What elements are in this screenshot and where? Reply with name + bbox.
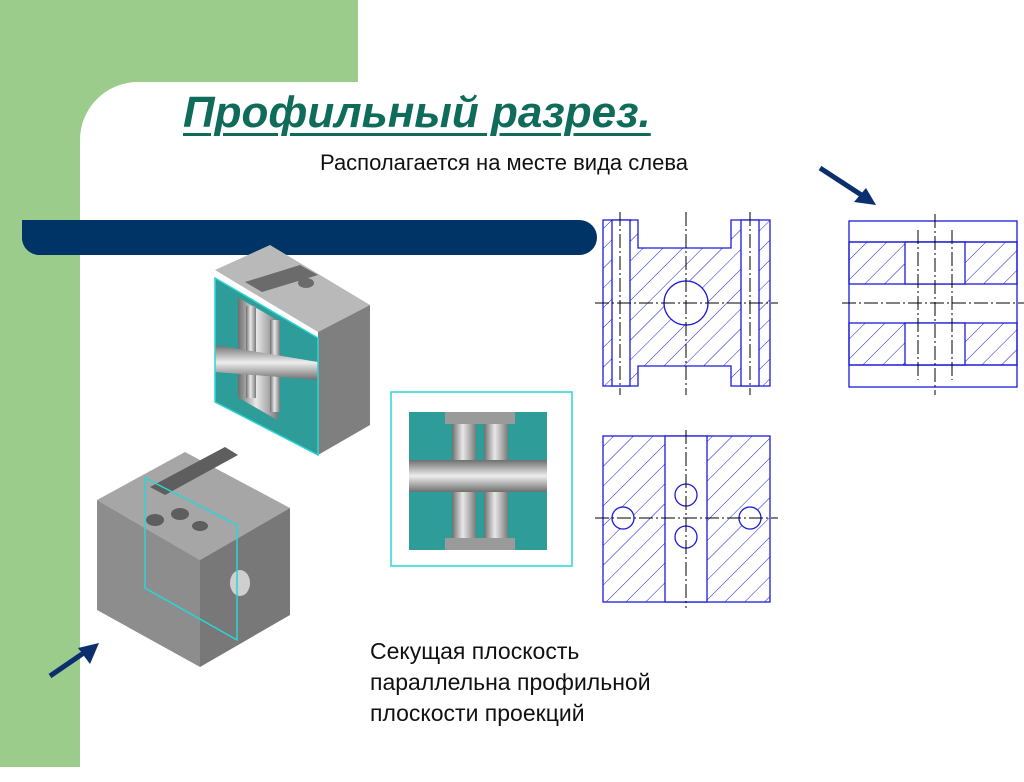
slide-subtitle: Располагается на месте вида слева	[320, 150, 688, 175]
arrow-up-right-icon	[48, 643, 99, 679]
section-view-picture	[390, 391, 573, 567]
drawing-top-section	[595, 430, 778, 608]
caption-line-2: параллельна профильной	[370, 669, 651, 695]
sectioned-block-3d	[214, 245, 370, 457]
full-block-3d	[97, 447, 290, 667]
drawing-front-section	[595, 212, 778, 395]
drawing-profile-section	[842, 214, 1024, 395]
arrow-down-right-icon	[818, 165, 876, 205]
caption-line-3: плоскости проекций	[370, 700, 585, 726]
caption: Секущая плоскость параллельна профильной…	[370, 636, 651, 729]
decorative-bar	[22, 220, 597, 255]
caption-line-1: Секущая плоскость	[370, 638, 580, 664]
slide-title: Профильный разрез.	[183, 88, 651, 137]
